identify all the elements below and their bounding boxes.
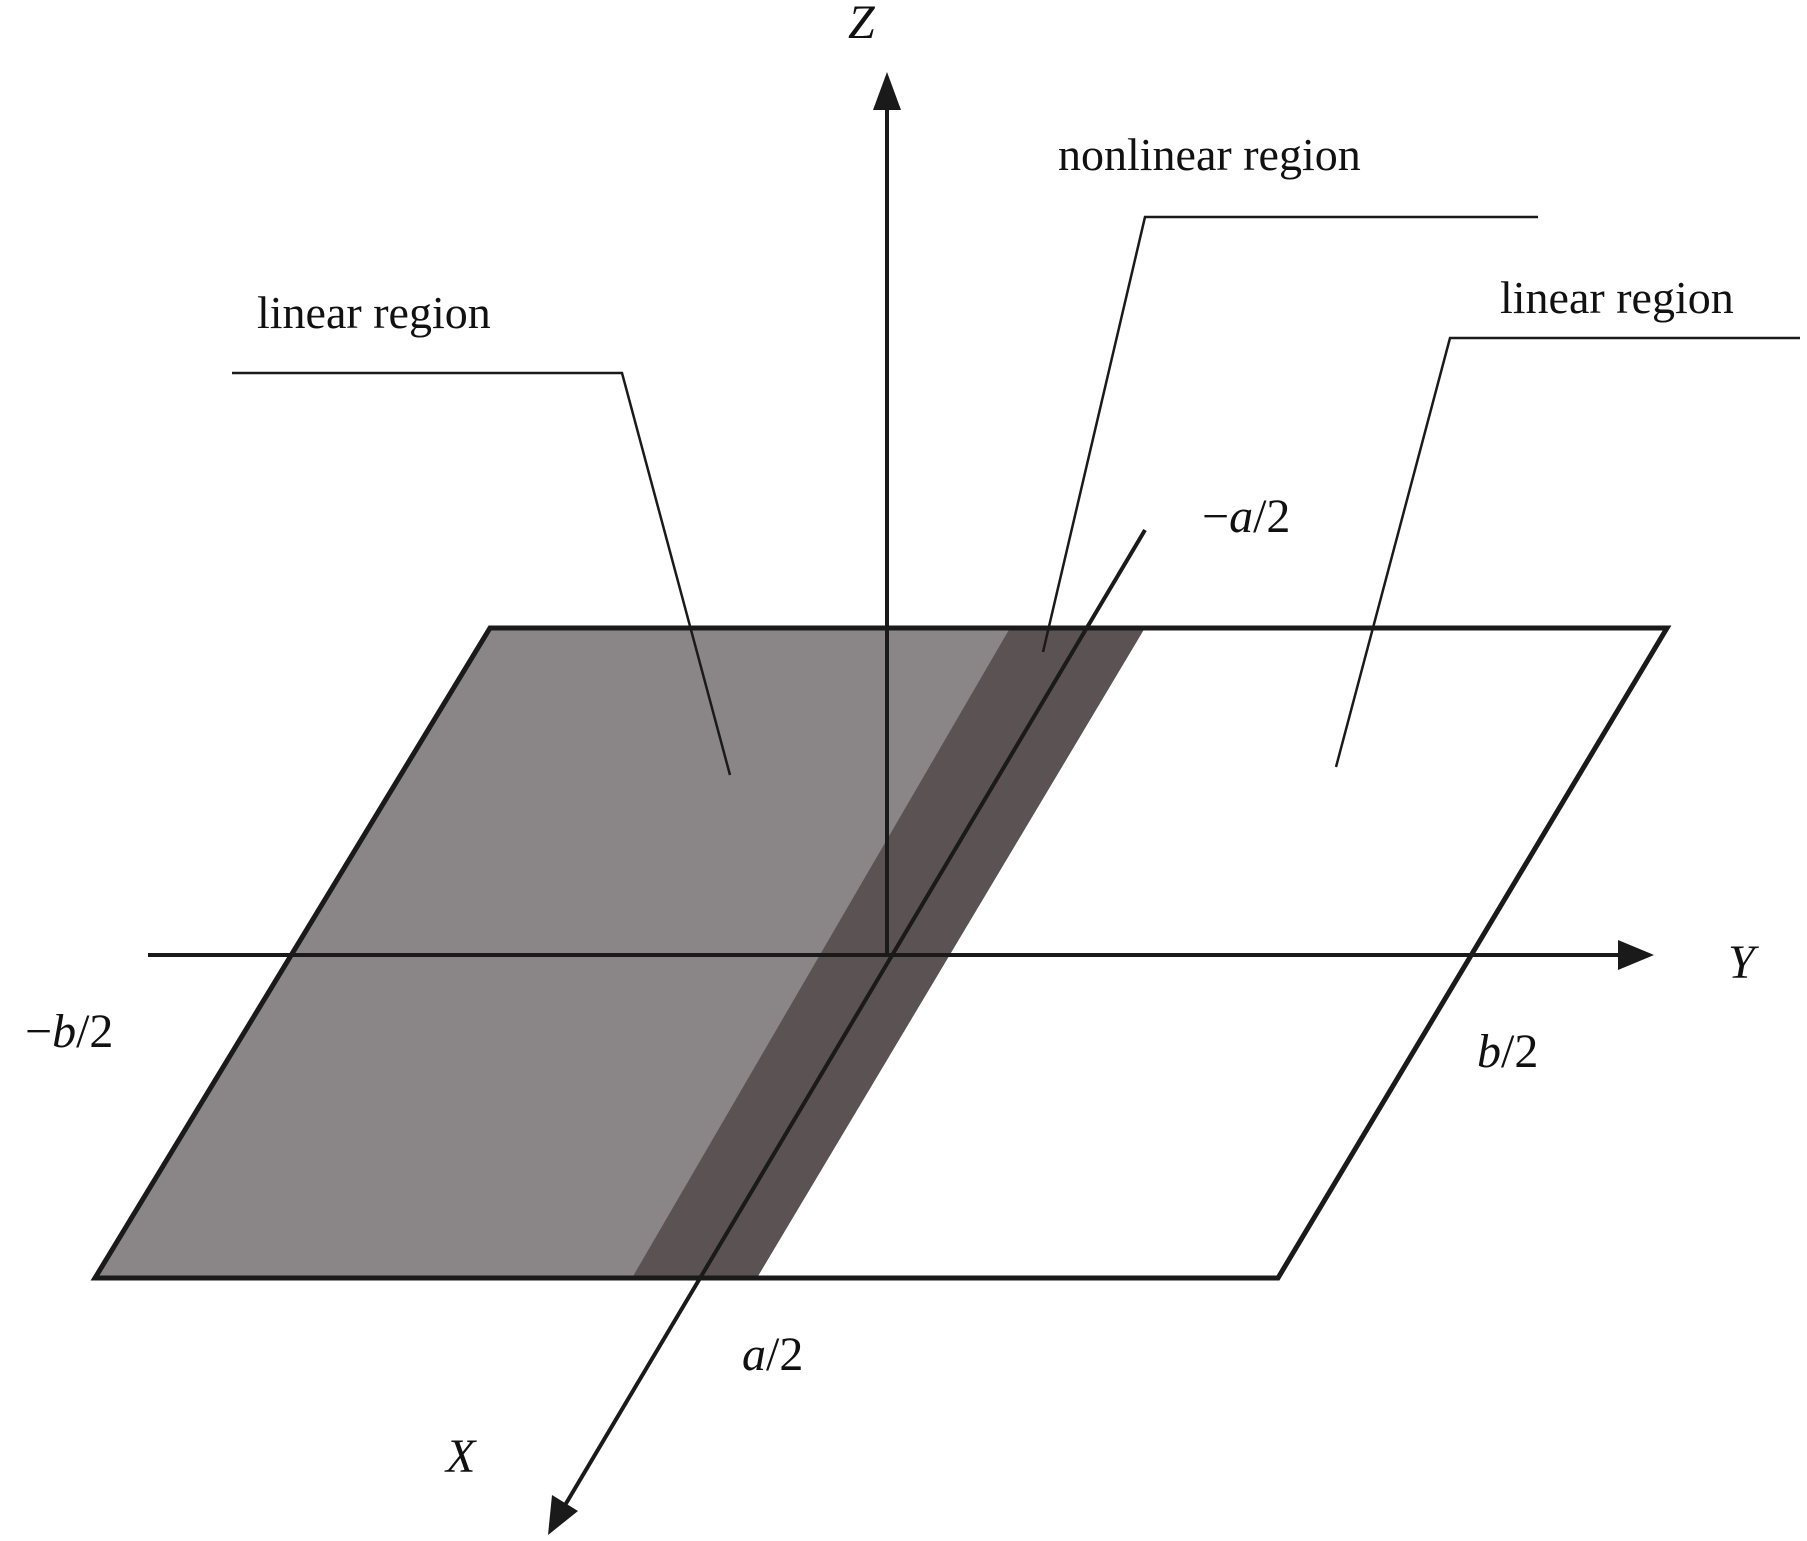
z-axis-label: Z xyxy=(848,0,876,49)
leader-line-linear-right xyxy=(1334,336,1800,768)
x-axis-label: X xyxy=(444,1430,477,1483)
pos-a-half-label: a/2 xyxy=(742,1328,803,1381)
x-axis xyxy=(553,528,1147,1524)
y-axis-arrowhead xyxy=(1618,940,1654,970)
pos-b-half-label: b/2 xyxy=(1477,1025,1538,1078)
z-axis-arrowhead xyxy=(873,72,901,110)
leader-line-nonlinear xyxy=(1041,215,1538,653)
y-axis-label: Y xyxy=(1728,936,1759,989)
linear-region-right-label: linear region xyxy=(1500,272,1734,323)
nonlinear-region-label: nonlinear region xyxy=(1058,129,1361,180)
x-axis-arrowhead xyxy=(548,1495,578,1535)
neg-b-half-label: −b/2 xyxy=(25,1005,113,1058)
linear-region-left-label: linear region xyxy=(257,287,491,338)
neg-a-half-label: −a/2 xyxy=(1202,490,1290,543)
plane-outline xyxy=(90,625,1672,1281)
leader-line-linear-left xyxy=(232,371,732,776)
